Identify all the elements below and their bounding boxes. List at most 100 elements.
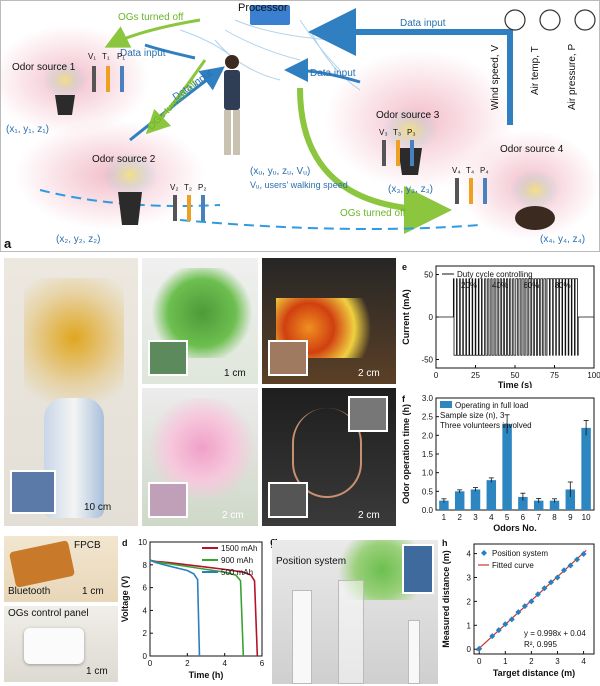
glass-vase	[338, 580, 364, 684]
data-input-label-1: Data input	[120, 48, 166, 59]
wind-path-main	[179, 219, 481, 230]
data-point	[528, 598, 535, 605]
inset-device	[268, 482, 308, 518]
data-point	[508, 616, 515, 623]
y-tick-label: 2.0	[422, 431, 434, 440]
odor-source-1-label: Odor source 1	[12, 62, 76, 73]
legend-swatch	[440, 401, 452, 408]
panel-letter-e: e	[402, 262, 407, 272]
scale-label-c2: 1 cm	[86, 666, 108, 677]
data-point	[561, 567, 567, 574]
user-speed: Vᵤ, users' walking speed	[250, 180, 348, 190]
data-point	[534, 591, 541, 598]
data-point	[574, 556, 581, 563]
x-tick-label: 1	[503, 657, 508, 666]
scale-label-b5: 2 cm	[358, 510, 380, 521]
plot-frame	[149, 541, 263, 657]
scale-label-b3: 2 cm	[358, 368, 380, 379]
wind-speed-icon	[504, 9, 526, 31]
x-tick-label: 2	[529, 657, 534, 666]
y-axis-label: Voltage (V)	[120, 576, 130, 622]
gauges-3	[382, 140, 414, 166]
bar-odor-7	[533, 500, 544, 510]
y-tick-label: 0	[467, 645, 472, 654]
barometer-icon	[574, 9, 596, 31]
panel-a-illustration	[0, 0, 600, 252]
x-axis-label: Target distance (m)	[493, 668, 575, 678]
odor-source-2-label: Odor source 2	[92, 154, 156, 165]
y-tick-label: -50	[421, 356, 433, 365]
y-tick-label: 3	[467, 573, 472, 582]
y-tick-label: 1.0	[422, 469, 434, 478]
air-pressure-label: Air pressure, P	[567, 43, 578, 110]
y-tick-label: 2.5	[422, 413, 434, 422]
photo-fpcb: FPCB Bluetooth 1 cm	[4, 536, 118, 602]
bar-odor-9	[565, 489, 576, 510]
params-4-v: V₄	[452, 166, 461, 175]
ogs-off-arrow-1	[104, 18, 201, 48]
data-point	[521, 603, 528, 610]
inset-device	[10, 470, 56, 514]
odor-source-2-plant	[102, 153, 158, 225]
data-point	[580, 551, 587, 558]
odor-source-4-plant	[510, 170, 560, 230]
y-tick-label: 3.0	[422, 394, 434, 403]
legend-label: Duty cycle controlling	[457, 270, 533, 279]
x-tick-label: 25	[471, 371, 480, 380]
y-tick-label: 1.5	[422, 450, 434, 459]
inset-device	[268, 340, 308, 376]
y-tick-label: 6	[143, 584, 148, 593]
panel-letter-h: h	[442, 538, 448, 548]
inset-device	[148, 340, 188, 376]
x-tick-label: 8	[552, 513, 557, 522]
params-1-p: P₁	[117, 52, 126, 61]
params-1-t: T₁	[102, 52, 110, 61]
inset-device	[402, 544, 434, 594]
odor-source-3-label: Odor source 3	[376, 110, 440, 121]
odor-source-1-plant	[43, 62, 87, 115]
x-axis-label: Odors No.	[493, 523, 537, 532]
y-axis-label: Odor operation time (h)	[401, 404, 411, 504]
coords-4: (x₄, y₄, z₄)	[540, 234, 586, 245]
gauges-2	[173, 195, 205, 221]
bluetooth-label: Bluetooth	[8, 586, 51, 597]
stand-pole	[292, 590, 312, 684]
gauges-4	[455, 178, 487, 204]
bar-odor-5	[502, 424, 512, 510]
y-tick-label: 2	[143, 629, 148, 638]
x-tick-label: 75	[550, 371, 559, 380]
duty-annotation: 60%	[523, 281, 539, 290]
data-point	[554, 574, 561, 581]
wind-speed-label: Wind speed, V	[490, 44, 501, 110]
x-axis-label: Time (h)	[189, 670, 224, 680]
necklace-chain	[292, 408, 362, 498]
air-temp-label: Air temp, T	[530, 46, 541, 95]
photo-orchid: 2 cm	[142, 388, 258, 526]
x-tick-label: 6	[521, 513, 526, 522]
plot-frame	[473, 543, 595, 655]
scale-label-b4: 2 cm	[222, 510, 244, 521]
photo-green-plant: 1 cm	[142, 258, 258, 384]
x-tick-label: 1	[442, 513, 447, 522]
x-tick-label: 5	[505, 513, 510, 522]
x-tick-label: 100	[587, 371, 600, 380]
photo-control-panel: OGs control panel 1 cm	[4, 606, 118, 682]
y-tick-label: 0	[429, 313, 434, 322]
series-line-1500-mAh	[149, 559, 259, 657]
legend-label: Position system	[492, 549, 548, 558]
x-tick-label: 0	[434, 371, 439, 380]
fpcb-board	[8, 540, 76, 588]
coords-1: (x₁, y₁, z₁)	[6, 124, 49, 135]
scale-label-c1: 1 cm	[82, 586, 104, 597]
gauges-1	[92, 66, 124, 92]
legend-label: Fitted curve	[492, 561, 534, 570]
data-point	[476, 645, 483, 652]
pink-orchids	[150, 398, 254, 498]
bar-odor-1	[439, 500, 449, 510]
y-tick-label: 4	[143, 606, 148, 615]
legend-label: Sample size (n), 3	[440, 411, 505, 420]
photo-necklace: 2 cm	[262, 388, 396, 526]
processor-chip-icon	[250, 5, 290, 25]
coords-3: (x₃, y₃, z₃)	[388, 184, 433, 195]
